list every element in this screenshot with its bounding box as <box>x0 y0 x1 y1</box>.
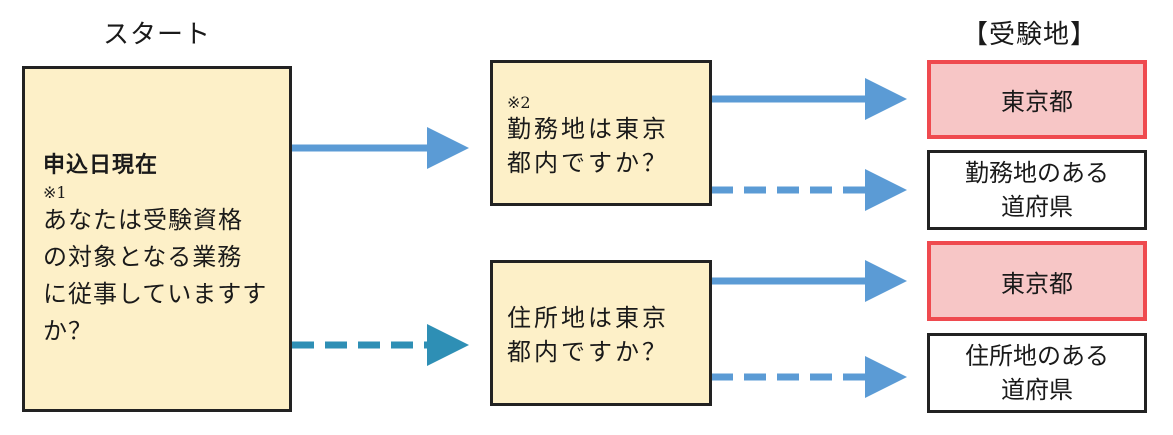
work-note: ※2 <box>507 93 531 112</box>
result-tokyo-work-label: 東京都 <box>1001 88 1073 116</box>
start-question-line: に従事していますす <box>43 280 268 308</box>
result-home-prefecture-line: 住所地のある <box>965 342 1109 370</box>
start-header: スタート <box>103 20 212 50</box>
start-node: 申込日現在 ※1 あなたは受験資格 の対象となる業務 に従事していますす か？ <box>22 66 292 412</box>
result-home-prefecture-line: 道府県 <box>1001 376 1073 404</box>
result-work-prefecture-line: 道府県 <box>1001 193 1073 221</box>
work-question-line: 勤務地は東京 <box>507 115 669 143</box>
start-title: 申込日現在 <box>43 153 159 178</box>
result-home-prefecture: 住所地のある 道府県 <box>927 333 1147 413</box>
work-location-node: ※2 勤務地は東京 都内ですか？ <box>490 60 712 206</box>
home-question-line: 都内ですか？ <box>507 338 669 366</box>
result-tokyo-home-label: 東京都 <box>1001 269 1073 298</box>
start-question-line: か？ <box>43 317 93 345</box>
result-work-prefecture-line: 勤務地のある <box>965 159 1109 187</box>
result-work-prefecture: 勤務地のある 道府県 <box>927 150 1147 230</box>
destination-header: 【受験地】 <box>962 20 1098 50</box>
home-question-line: 住所地は東京 <box>507 304 669 332</box>
result-tokyo-home: 東京都 <box>927 241 1147 321</box>
result-tokyo-work: 東京都 <box>927 60 1147 139</box>
work-question-line: 都内ですか？ <box>507 149 669 177</box>
start-question-line: あなたは受験資格 <box>43 206 243 234</box>
start-question-line: の対象となる業務 <box>43 243 243 271</box>
start-note: ※1 <box>43 183 67 202</box>
home-address-node: 住所地は東京 都内ですか？ <box>490 260 712 406</box>
